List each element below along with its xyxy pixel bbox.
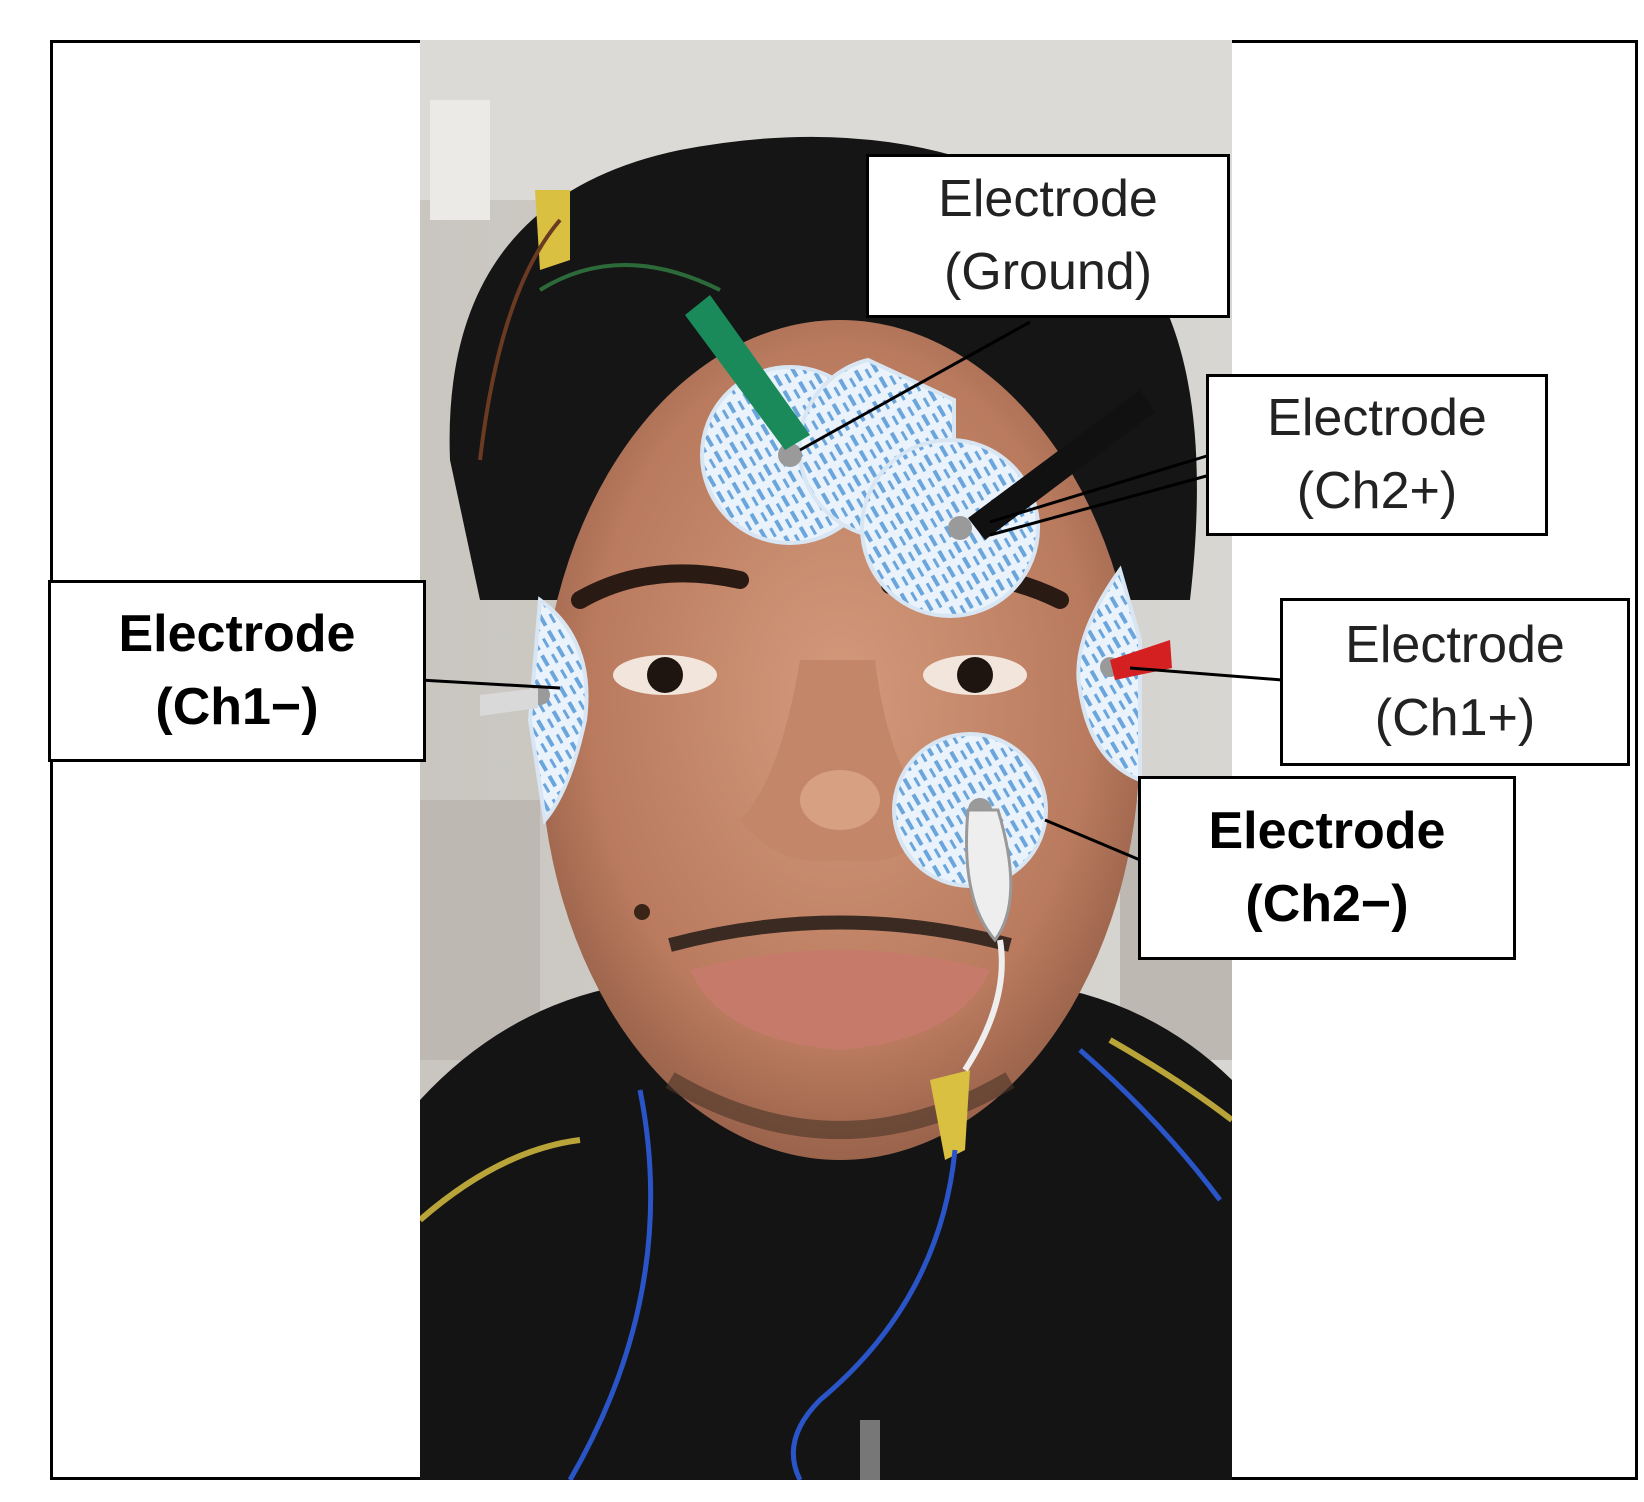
label-ground-line2: (Ground)	[943, 243, 1153, 301]
label-ch2minus-line2: (Ch2−)	[1245, 875, 1409, 933]
label-ch1plus-line1: Electrode	[1345, 616, 1565, 675]
label-electrode-ch1-plus: Electrode (Ch1+)	[1280, 598, 1630, 766]
label-ch2minus-line1: Electrode	[1208, 802, 1446, 861]
label-ch1minus-line2: (Ch1−)	[155, 678, 319, 736]
label-electrode-ch2-minus: Electrode (Ch2−)	[1138, 776, 1516, 960]
label-ch2plus-line2: (Ch2+)	[1296, 462, 1458, 520]
label-electrode-ch2-plus: Electrode (Ch2+)	[1206, 374, 1548, 536]
label-ch2plus-line1: Electrode	[1267, 389, 1487, 448]
label-electrode-ch1-minus: Electrode (Ch1−)	[48, 580, 426, 762]
label-electrode-ground: Electrode (Ground)	[866, 154, 1230, 318]
label-ch1minus-line1: Electrode	[118, 605, 356, 664]
label-ground-line1: Electrode	[938, 170, 1158, 229]
label-ch1plus-line2: (Ch1+)	[1374, 689, 1536, 747]
